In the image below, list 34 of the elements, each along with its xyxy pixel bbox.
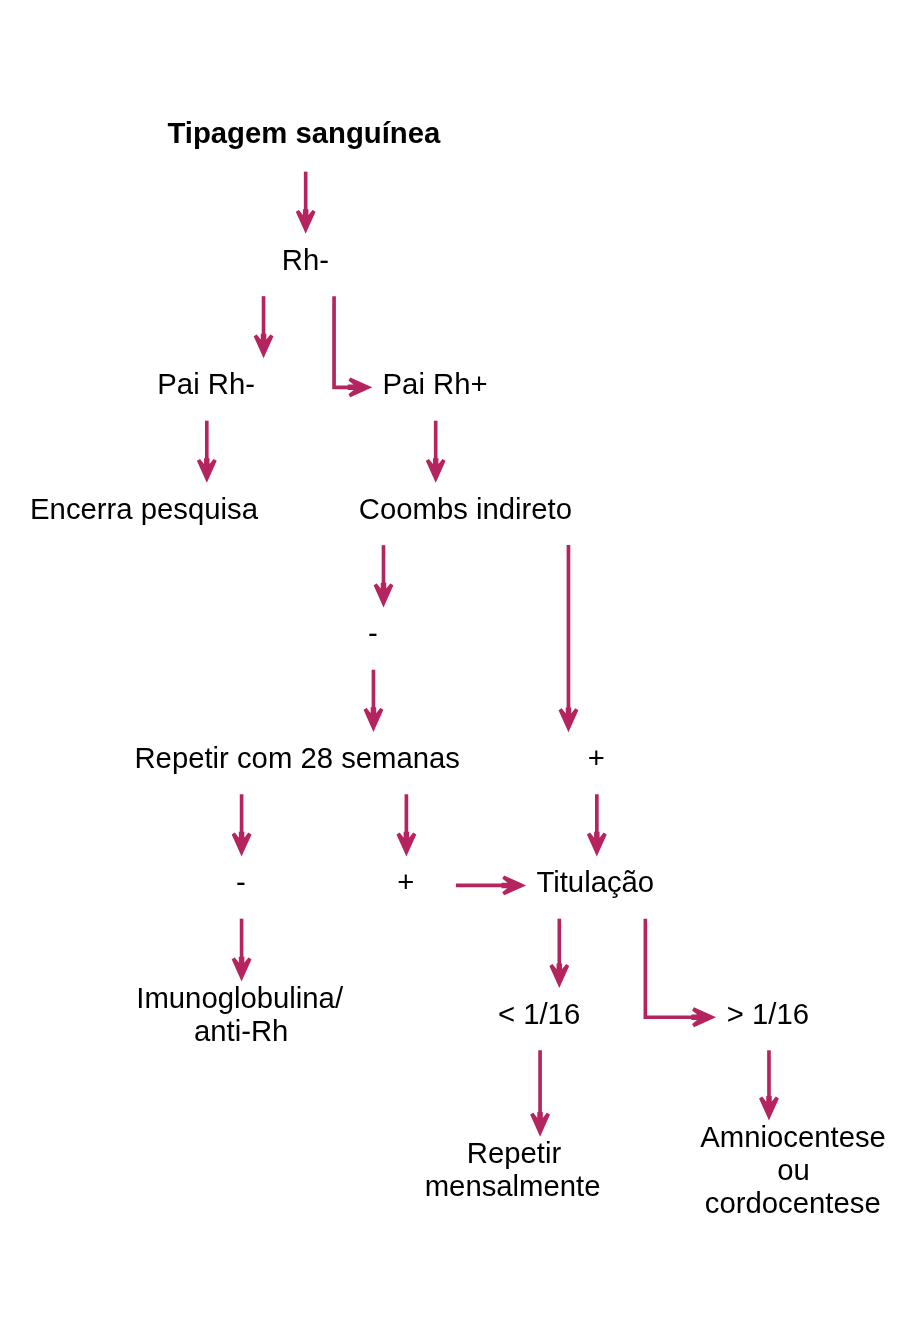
arrow (758, 1049, 780, 1118)
node-text: Titulação (536, 864, 655, 898)
arrow (455, 874, 524, 895)
node-text: Repetir mensalmente (424, 1135, 601, 1202)
arrow (558, 544, 579, 730)
node-text: - (367, 615, 378, 649)
node-text: Tipagem sanguínea (167, 115, 441, 149)
node-text: + (397, 864, 415, 898)
node-text: Rh- (281, 242, 330, 276)
node-text: Pai Rh+ (382, 366, 488, 400)
arrow (643, 918, 714, 1027)
arrow (549, 918, 570, 985)
node-text: Coombs indireto (358, 491, 572, 525)
arrow (253, 295, 274, 356)
node-text: Repetir com 28 semanas (134, 740, 460, 774)
arrow (425, 420, 446, 480)
arrow (586, 793, 607, 854)
node-text: Amniocentese ou cordocentese (700, 1119, 886, 1219)
node-text: > 1/16 (726, 996, 810, 1030)
arrow (231, 793, 252, 854)
node-text: + (587, 740, 605, 774)
arrow (196, 420, 217, 480)
arrow (373, 544, 394, 605)
node-text: Encerra pesquisa (30, 491, 258, 525)
node-text: Imunoglobulina/ anti-Rh (136, 980, 344, 1047)
node-text: < 1/16 (497, 996, 581, 1030)
arrow (295, 171, 316, 231)
arrow (396, 793, 417, 854)
node-text: - (236, 864, 246, 898)
arrow (363, 669, 384, 729)
arrow (332, 295, 370, 397)
node-text: Pai Rh- (157, 366, 255, 400)
arrow (530, 1049, 551, 1134)
arrow (231, 918, 252, 979)
